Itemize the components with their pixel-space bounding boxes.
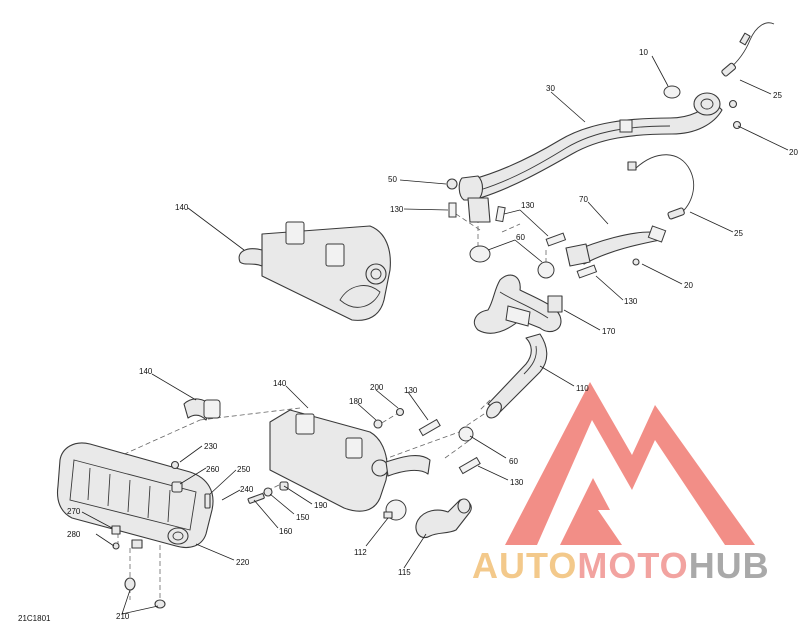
nut xyxy=(395,407,405,417)
oxygen-sensor-upper xyxy=(721,22,775,77)
small-pipe xyxy=(467,197,491,223)
callout-210: 210 xyxy=(116,612,130,621)
document-code: 21C1801 xyxy=(18,614,51,623)
bushing xyxy=(171,481,183,493)
watermark-wordmark: AUTOMOTOHUB xyxy=(472,545,770,586)
rubber-mount xyxy=(124,577,136,591)
callout-240: 240 xyxy=(240,485,254,494)
washer xyxy=(373,419,383,429)
gasket-ring xyxy=(458,426,474,442)
elbow-pipe xyxy=(183,398,221,421)
spring xyxy=(458,456,481,475)
watermark-logo xyxy=(505,382,755,545)
callout-200: 200 xyxy=(370,383,384,392)
callout-140-upper: 140 xyxy=(175,203,189,212)
callout-numbers: 10 25 30 20 50 130 130 70 25 60 20 130 1… xyxy=(67,48,798,621)
bolt xyxy=(204,493,211,509)
callout-250: 250 xyxy=(237,465,251,474)
grommet xyxy=(111,525,121,535)
callout-170: 170 xyxy=(602,327,616,336)
callout-180: 180 xyxy=(349,397,363,406)
callout-50: 50 xyxy=(388,175,397,184)
nut xyxy=(728,99,738,109)
callout-25-upper: 25 xyxy=(773,91,782,100)
watermark-logo-mark xyxy=(505,382,755,545)
y-pipe xyxy=(565,225,667,267)
spring-washer xyxy=(446,178,458,190)
callout-130-b: 130 xyxy=(521,201,535,210)
callout-20-upper: 20 xyxy=(789,148,798,157)
spring xyxy=(495,206,506,223)
callout-112: 112 xyxy=(354,548,367,557)
watermark-word-moto: MOTO xyxy=(577,545,688,586)
watermark-word-auto: AUTO xyxy=(472,545,577,586)
muffler-upper xyxy=(238,221,391,321)
nut xyxy=(170,460,180,470)
muffler-lower xyxy=(269,409,431,512)
spring xyxy=(545,232,567,247)
callout-110: 110 xyxy=(576,384,589,393)
oxygen-sensor-lower xyxy=(627,154,694,220)
watermark-word-hub: HUB xyxy=(689,545,770,586)
callout-220: 220 xyxy=(236,558,250,567)
nut xyxy=(732,120,742,130)
callout-260: 260 xyxy=(206,465,220,474)
callout-60-upper: 60 xyxy=(516,233,525,242)
callout-140-lower: 140 xyxy=(273,379,287,388)
header-pipe xyxy=(458,92,723,201)
leader-lines xyxy=(81,55,789,615)
bolt-head xyxy=(112,542,120,550)
callout-150: 150 xyxy=(296,513,310,522)
svg-text:AUTOMOTOHUB: AUTOMOTOHUB xyxy=(472,545,770,586)
tailpipe xyxy=(415,498,472,538)
nut xyxy=(632,258,640,266)
spring xyxy=(576,264,598,279)
spring xyxy=(448,202,457,218)
heat-shield xyxy=(56,442,214,549)
bolt xyxy=(247,493,265,504)
callout-130-d: 130 xyxy=(404,386,418,395)
callout-30: 30 xyxy=(546,84,555,93)
callout-230: 230 xyxy=(204,442,218,451)
callout-25-lower: 25 xyxy=(734,229,743,238)
callout-270: 270 xyxy=(67,507,81,516)
callout-160: 160 xyxy=(279,527,293,536)
gasket-ring xyxy=(537,261,555,279)
gasket-ring xyxy=(663,85,681,99)
callout-130-e: 130 xyxy=(510,478,524,487)
callout-70: 70 xyxy=(579,195,588,204)
exhaust-clamp xyxy=(383,499,407,521)
rubber-mount xyxy=(154,599,166,609)
callout-140-elbow: 140 xyxy=(139,367,153,376)
spring xyxy=(418,418,441,437)
grommet xyxy=(131,539,143,549)
connecting-pipe xyxy=(486,333,548,419)
gasket-ring xyxy=(469,245,491,263)
callout-130-a: 130 xyxy=(390,205,404,214)
callout-130-c: 130 xyxy=(624,297,638,306)
exhaust-manifold xyxy=(473,274,563,334)
callout-10: 10 xyxy=(639,48,648,57)
callout-60-lower: 60 xyxy=(509,457,518,466)
callout-190: 190 xyxy=(314,501,328,510)
callout-280: 280 xyxy=(67,530,81,539)
callout-115: 115 xyxy=(398,568,411,577)
callout-20-lower: 20 xyxy=(684,281,693,290)
